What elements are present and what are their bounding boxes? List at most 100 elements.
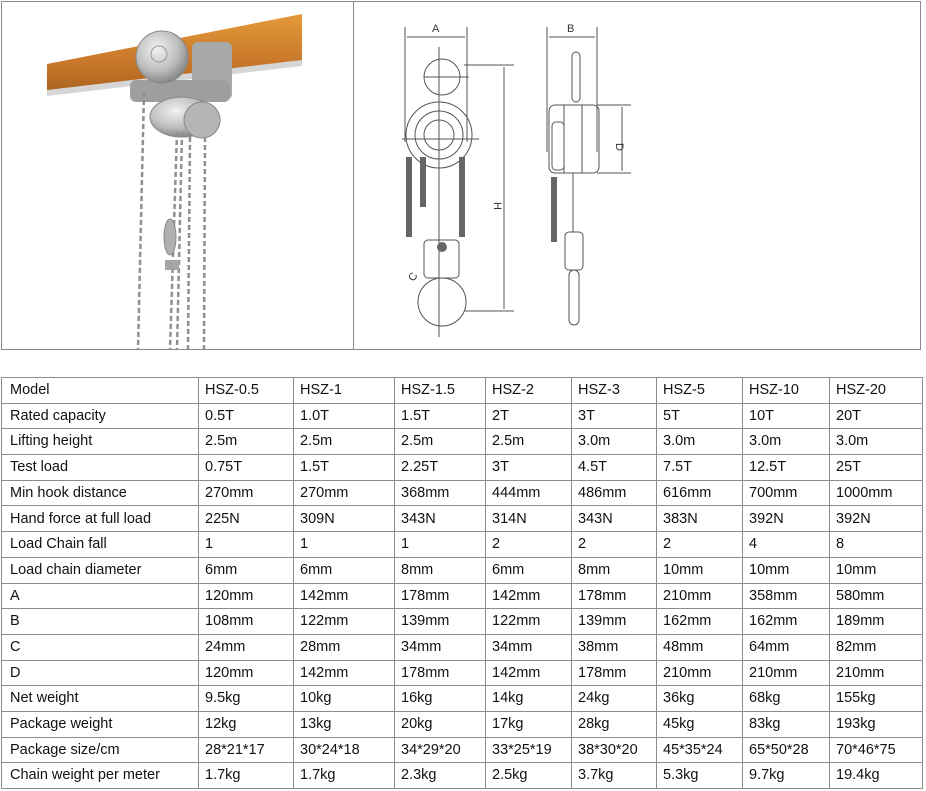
table-cell: 45kg xyxy=(656,710,743,738)
table-cell: 20kg xyxy=(394,710,486,738)
table-cell: 10kg xyxy=(293,685,395,712)
table-cell: 142mm xyxy=(293,582,395,610)
table-cell: 616mm xyxy=(656,479,743,507)
table-cell: 122mm xyxy=(485,608,572,635)
table-cell: 9.5kg xyxy=(198,685,294,712)
product-photo xyxy=(2,2,354,349)
table-cell: 178mm xyxy=(571,659,657,687)
table-cell: 0.5T xyxy=(198,402,294,430)
table-cell: 83kg xyxy=(742,710,830,738)
table-cell: 4.5T xyxy=(571,454,657,481)
table-cell: 178mm xyxy=(571,582,657,610)
table-cell: 225N xyxy=(198,505,294,533)
table-cell: 1 xyxy=(198,531,294,558)
table-cell: 65*50*28 xyxy=(742,736,830,764)
table-cell: 1 xyxy=(394,531,486,558)
table-cell: 25T xyxy=(829,454,923,481)
specifications-table: Model HSZ-0.5 HSZ-1 HSZ-1.5 HSZ-2 HSZ-3 … xyxy=(1,377,923,789)
table-cell: 314N xyxy=(485,505,572,533)
row-label: Net weight xyxy=(1,685,199,712)
table-cell: 162mm xyxy=(656,608,743,635)
row-label: Lifting height xyxy=(1,428,199,456)
table-cell: 178mm xyxy=(394,659,486,687)
table-cell: 14kg xyxy=(485,685,572,712)
table-cell: 210mm xyxy=(656,582,743,610)
table-cell: 64mm xyxy=(742,633,830,661)
row-label: Package size/cm xyxy=(1,736,199,764)
table-cell: 383N xyxy=(656,505,743,533)
table-cell: 28kg xyxy=(571,710,657,738)
row-label: Chain weight per meter xyxy=(1,762,199,789)
table-cell: 2T xyxy=(485,402,572,430)
model-header: HSZ-1 xyxy=(293,377,395,404)
table-cell: 70*46*75 xyxy=(829,736,923,764)
model-header: HSZ-20 xyxy=(829,377,923,404)
table-cell: 343N xyxy=(394,505,486,533)
table-cell: 33*25*19 xyxy=(485,736,572,764)
table-cell: 9.7kg xyxy=(742,762,830,789)
table-cell: 3.0m xyxy=(571,428,657,456)
table-cell: 12kg xyxy=(198,710,294,738)
table-cell: 3T xyxy=(571,402,657,430)
table-cell: 17kg xyxy=(485,710,572,738)
table-cell: 8 xyxy=(829,531,923,558)
table-cell: 3.7kg xyxy=(571,762,657,789)
table-cell: 155kg xyxy=(829,685,923,712)
table-cell: 45*35*24 xyxy=(656,736,743,764)
table-cell: 68kg xyxy=(742,685,830,712)
table-cell: 5T xyxy=(656,402,743,430)
table-cell: 1.5T xyxy=(394,402,486,430)
model-header: HSZ-5 xyxy=(656,377,743,404)
table-cell: 392N xyxy=(742,505,830,533)
row-label: Hand force at full load xyxy=(1,505,199,533)
table-cell: 8mm xyxy=(394,556,486,584)
table-cell: 6mm xyxy=(293,556,395,584)
table-cell: 3.0m xyxy=(656,428,743,456)
table-cell: 343N xyxy=(571,505,657,533)
table-cell: 10mm xyxy=(829,556,923,584)
table-cell: 122mm xyxy=(293,608,395,635)
dimension-drawing: A B D H C xyxy=(354,2,920,349)
table-cell: 368mm xyxy=(394,479,486,507)
table-cell: 189mm xyxy=(829,608,923,635)
table-cell: 38*30*20 xyxy=(571,736,657,764)
table-cell: 2.5m xyxy=(394,428,486,456)
table-cell: 1.7kg xyxy=(293,762,395,789)
table-cell: 2.25T xyxy=(394,454,486,481)
table-cell: 2.5m xyxy=(485,428,572,456)
table-header-row: Model HSZ-0.5 HSZ-1 HSZ-1.5 HSZ-2 HSZ-3 … xyxy=(1,377,923,404)
table-cell: 142mm xyxy=(293,659,395,687)
table-cell: 139mm xyxy=(571,608,657,635)
table-cell: 12.5T xyxy=(742,454,830,481)
table-cell: 2 xyxy=(485,531,572,558)
table-cell: 3T xyxy=(485,454,572,481)
header-label: Model xyxy=(1,377,199,404)
table-cell: 1.0T xyxy=(293,402,395,430)
table-cell: 1.7kg xyxy=(198,762,294,789)
table-cell: 1000mm xyxy=(829,479,923,507)
table-cell: 24mm xyxy=(198,633,294,661)
table-cell: 210mm xyxy=(829,659,923,687)
table-cell: 10mm xyxy=(742,556,830,584)
table-cell: 2 xyxy=(571,531,657,558)
svg-text:B: B xyxy=(567,23,574,35)
table-cell: 4 xyxy=(742,531,830,558)
row-label: D xyxy=(1,659,199,687)
row-label: Rated capacity xyxy=(1,402,199,430)
table-cell: 34mm xyxy=(485,633,572,661)
table-cell: 28mm xyxy=(293,633,395,661)
row-label: Load chain diameter xyxy=(1,556,199,584)
table-cell: 2.5kg xyxy=(485,762,572,789)
product-images-panel: A B D H C xyxy=(1,1,921,350)
table-cell: 48mm xyxy=(656,633,743,661)
table-cell: 10T xyxy=(742,402,830,430)
table-cell: 139mm xyxy=(394,608,486,635)
